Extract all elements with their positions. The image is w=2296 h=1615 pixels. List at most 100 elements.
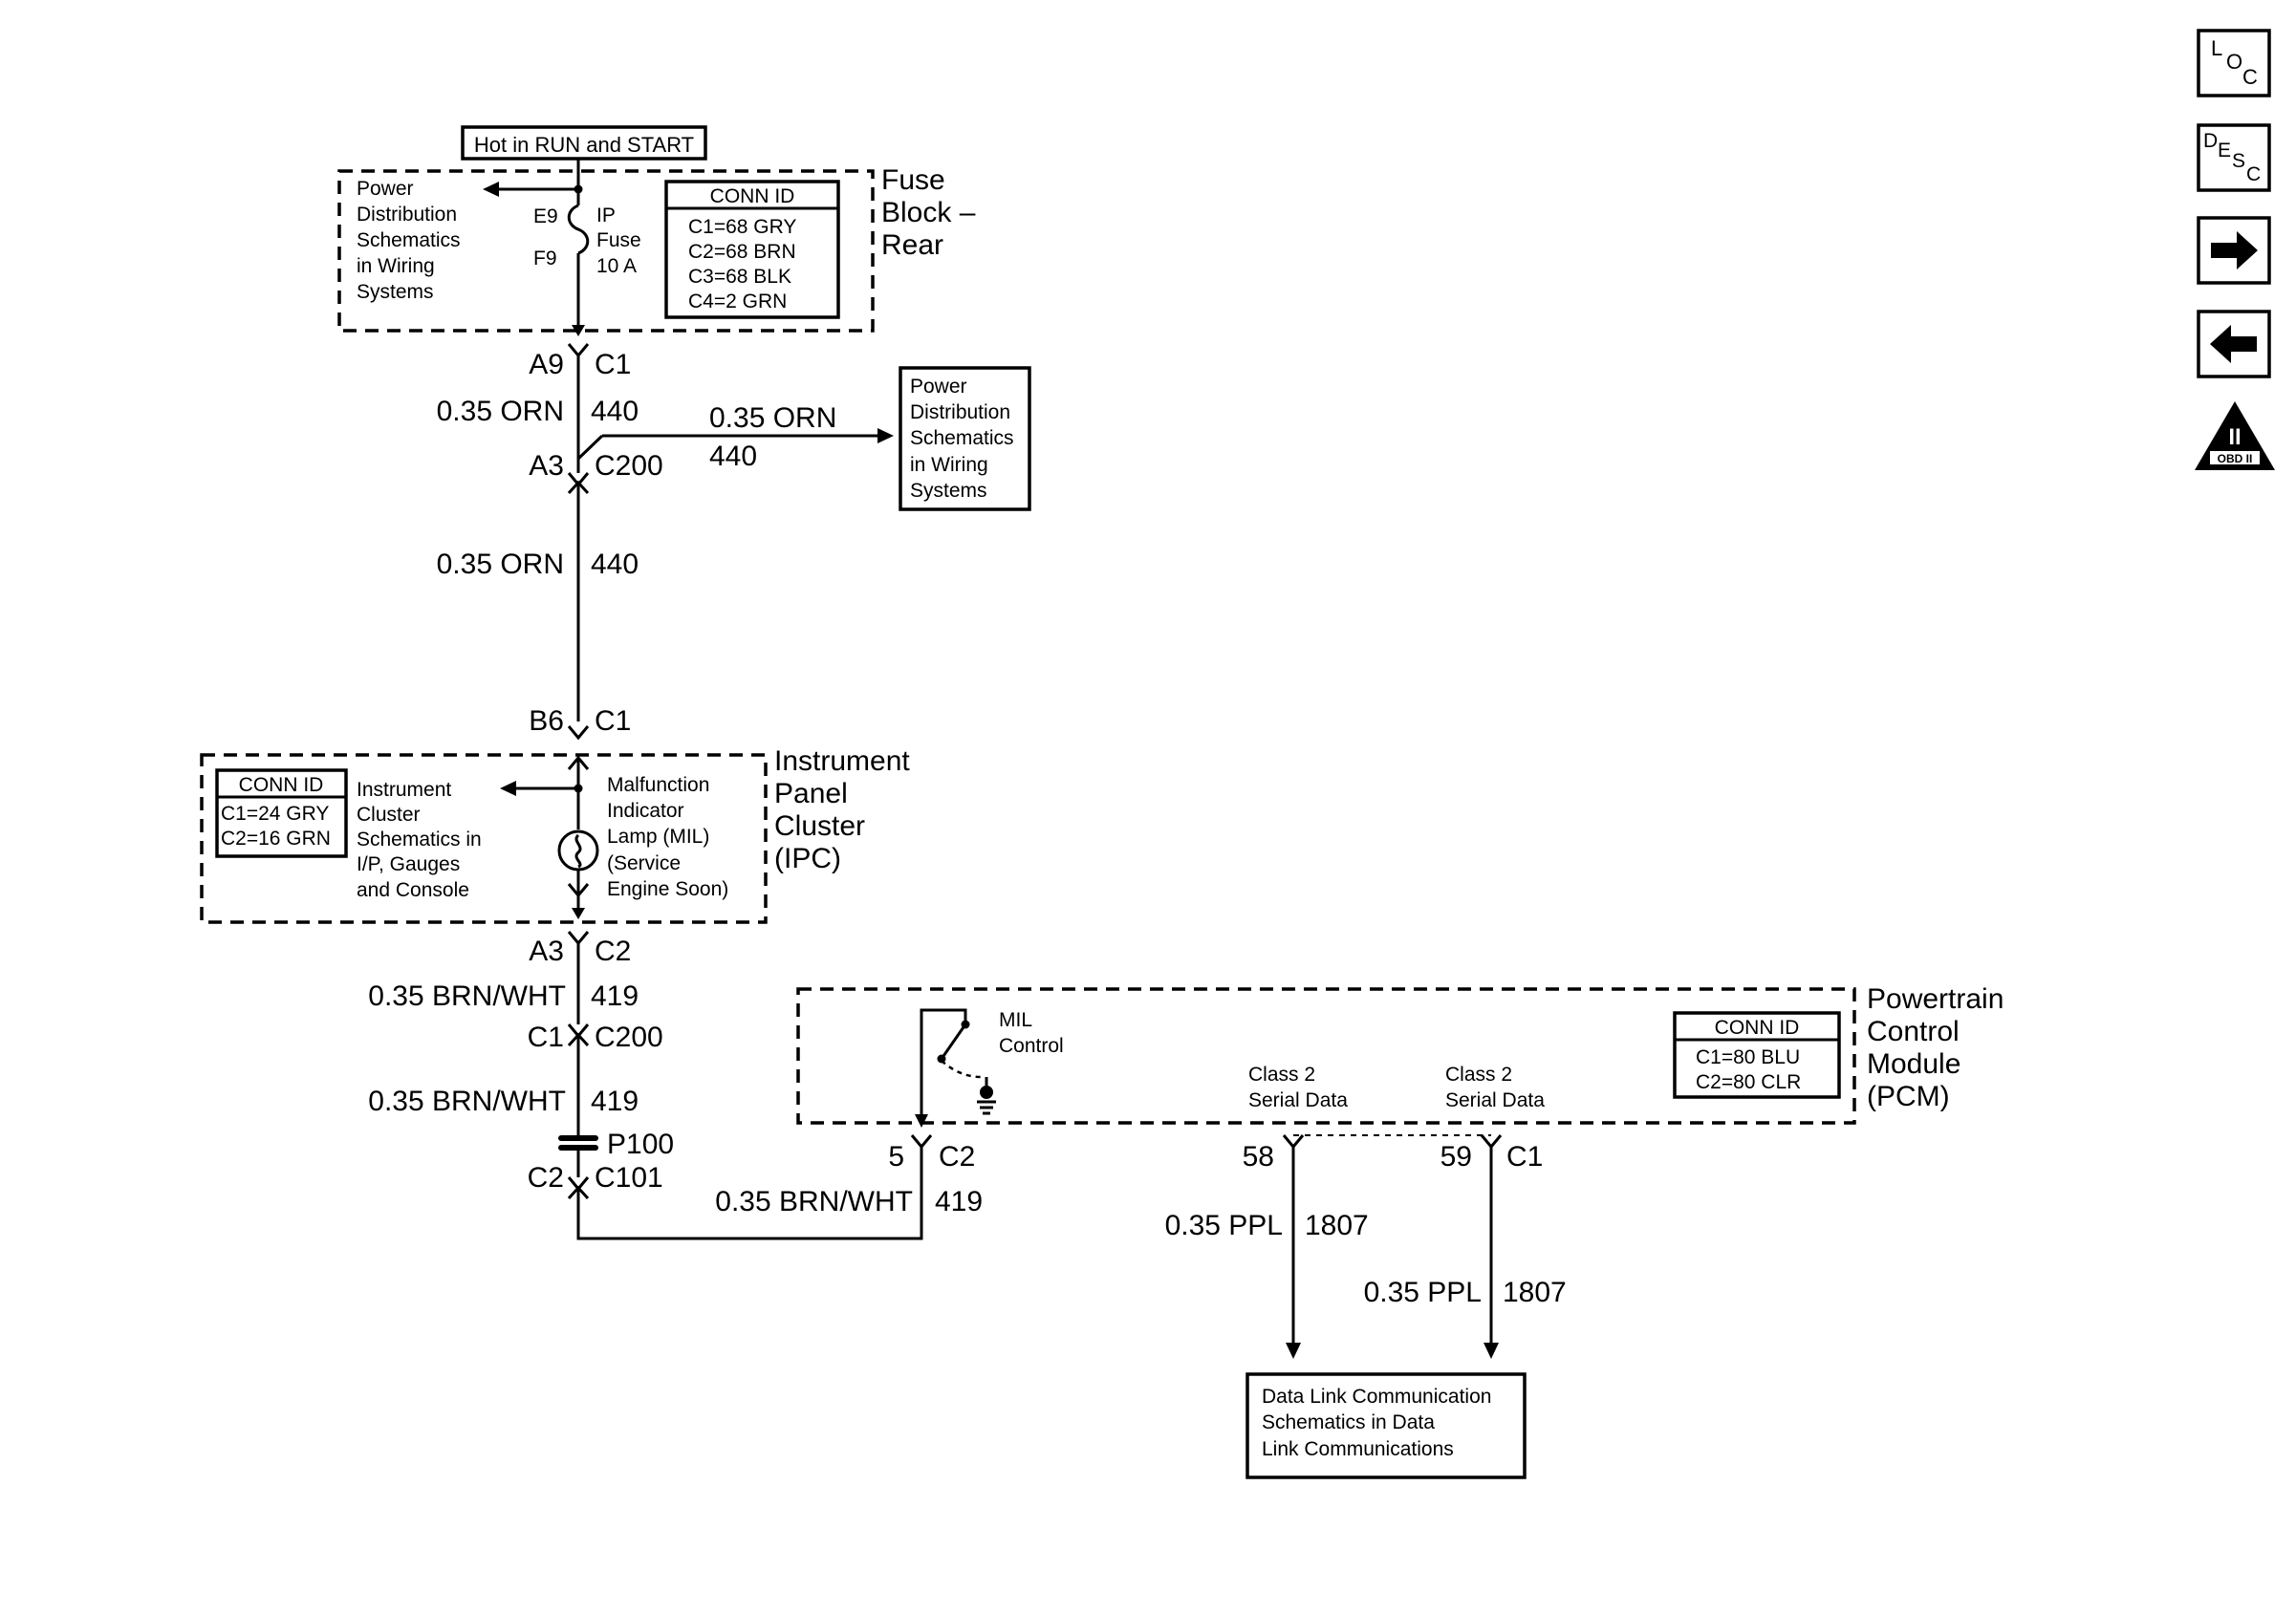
hot-in-run-start-label: Hot in RUN and START bbox=[474, 133, 694, 157]
power-dist-box-1: Power bbox=[910, 376, 967, 398]
ic-schematic-2: Cluster bbox=[357, 804, 421, 826]
nav-desc-button[interactable]: D E S C bbox=[2197, 123, 2271, 192]
wire-label-ppl-1: 0.35 PPL bbox=[1165, 1210, 1283, 1241]
power-dist-label-4: in Wiring bbox=[357, 255, 435, 277]
desc-letter-s: S bbox=[2232, 150, 2245, 172]
power-dist-box-2: Distribution bbox=[910, 401, 1010, 423]
wire-label-brnwht: 0.35 BRN/WHT bbox=[368, 980, 566, 1012]
nav-loc-button[interactable]: L O C bbox=[2197, 29, 2271, 97]
connector-female-icon bbox=[1480, 1134, 1503, 1150]
ic-schematic-3: Schematics in bbox=[357, 829, 482, 851]
ipc-title-2: Panel bbox=[774, 778, 848, 809]
pcm-title-2: Control bbox=[1867, 1016, 1960, 1047]
power-dist-box-4: in Wiring bbox=[910, 454, 988, 476]
fuse-block-title-3: Rear bbox=[881, 229, 943, 261]
mil-control-label-1: MIL bbox=[999, 1009, 1032, 1031]
connector-male-icon bbox=[567, 480, 590, 495]
wire-label-orn-branch: 0.35 ORN bbox=[709, 402, 836, 434]
power-dist-box-5: Systems bbox=[910, 480, 987, 502]
circuit-440-branch-label: 440 bbox=[709, 441, 757, 472]
ipc-conn-c2: C2=16 GRN bbox=[221, 828, 331, 850]
obd-ii-label: OBD II bbox=[2218, 452, 2253, 465]
fuse-block-title-1: Fuse bbox=[881, 164, 945, 196]
pin-5: 5 bbox=[888, 1141, 904, 1173]
pin-a9: A9 bbox=[529, 349, 564, 380]
f9-label: F9 bbox=[533, 248, 557, 269]
pcm-title-3: Module bbox=[1867, 1048, 1960, 1080]
ground-icon bbox=[980, 1086, 993, 1099]
pcm-title-4: (PCM) bbox=[1867, 1081, 1950, 1112]
power-dist-label-5: Systems bbox=[357, 281, 434, 303]
connector-female-icon bbox=[567, 725, 590, 741]
ip-fuse-label-3: 10 A bbox=[596, 255, 637, 277]
pcm-conn-id-header: CONN ID bbox=[1715, 1017, 1800, 1039]
desc-letter-c: C bbox=[2246, 163, 2261, 185]
wire-label-ppl-2: 0.35 PPL bbox=[1364, 1277, 1482, 1308]
arrow-left-icon bbox=[500, 781, 516, 796]
conn-c101-label: C101 bbox=[595, 1162, 663, 1194]
conn-c1-pcm: C1 bbox=[1506, 1141, 1543, 1173]
nav-next-button[interactable] bbox=[2197, 216, 2271, 285]
fuse-conn-c3: C3=68 BLK bbox=[688, 266, 791, 288]
obd-ii-button[interactable]: II OBD II bbox=[2195, 401, 2275, 470]
arrow-down-icon bbox=[1286, 1343, 1301, 1359]
ipc-conn-c1: C1=24 GRY bbox=[221, 803, 329, 825]
circuit-440-label: 440 bbox=[591, 396, 639, 427]
ipc-conn-id-header: CONN ID bbox=[239, 774, 324, 796]
mil-label-2: Indicator bbox=[607, 800, 684, 822]
mil-label-3: Lamp (MIL) bbox=[607, 826, 709, 848]
loc-letter-o: O bbox=[2226, 50, 2242, 74]
splice-p100-label: P100 bbox=[607, 1129, 674, 1160]
mil-label-5: Engine Soon) bbox=[607, 878, 728, 900]
circuit-1807-label-1: 1807 bbox=[1305, 1210, 1369, 1241]
class2-label-2b: Serial Data bbox=[1445, 1089, 1545, 1111]
obd-ii-mark: II bbox=[2228, 424, 2241, 450]
ipc-title-4: (IPC) bbox=[774, 843, 841, 874]
ic-schematic-4: I/P, Gauges bbox=[357, 853, 460, 875]
circuit-440-label-2: 440 bbox=[591, 549, 639, 580]
wire-label-orn-2: 0.35 ORN bbox=[437, 549, 564, 580]
class2-label-1a: Class 2 bbox=[1248, 1064, 1315, 1086]
conn-c2-label: C2 bbox=[595, 936, 631, 967]
fuse-conn-c2: C2=68 BRN bbox=[688, 241, 796, 263]
circuit-419: A3 C2 0.35 BRN/WHT 419 C1 C200 0.35 BRN/… bbox=[368, 931, 983, 1240]
dlc-schematic-box bbox=[1245, 1372, 1527, 1479]
pcm-conn-id-table bbox=[1673, 1011, 1841, 1099]
arrow-right-icon bbox=[2211, 231, 2258, 269]
fuse-block-title-2: Block – bbox=[881, 197, 976, 228]
ip-fuse-label-2: Fuse bbox=[596, 229, 641, 251]
nav-prev-button[interactable] bbox=[2197, 310, 2271, 378]
pcm-title-1: Powertrain bbox=[1867, 983, 2004, 1015]
instrument-panel-cluster: Instrument Panel Cluster (IPC) CONN ID C… bbox=[200, 745, 910, 924]
splice-p100-icon bbox=[558, 1135, 598, 1141]
dlc-label-3: Link Communications bbox=[1262, 1438, 1454, 1460]
pin-59: 59 bbox=[1440, 1141, 1472, 1173]
circuit-419-label: 419 bbox=[591, 980, 639, 1012]
fuse-conn-id-table bbox=[664, 180, 840, 319]
connector-female-icon bbox=[1282, 1134, 1305, 1150]
fuse-conn-c1: C1=68 GRY bbox=[688, 216, 796, 238]
pin-58: 58 bbox=[1243, 1141, 1274, 1173]
powertrain-control-module: Powertrain Control Module (PCM) MIL Cont… bbox=[796, 983, 2004, 1128]
arrow-down-icon bbox=[1484, 1343, 1499, 1359]
wire-label-brnwht-2: 0.35 BRN/WHT bbox=[368, 1086, 566, 1117]
desc-letter-d: D bbox=[2203, 130, 2218, 152]
conn-id-header: CONN ID bbox=[710, 185, 795, 207]
pin-b6: B6 bbox=[529, 705, 564, 737]
ipc-title-3: Cluster bbox=[774, 810, 865, 842]
circuit-419-label-3: 419 bbox=[935, 1186, 983, 1217]
class2-label-1b: Serial Data bbox=[1248, 1089, 1348, 1111]
pcm-outline bbox=[796, 987, 1856, 1125]
power-dist-label-1: Power bbox=[357, 178, 414, 200]
power-dist-label-3: Schematics bbox=[357, 229, 461, 251]
fuse-icon bbox=[567, 204, 590, 255]
ic-schematic-1: Instrument bbox=[357, 779, 451, 801]
e9-label: E9 bbox=[533, 205, 558, 227]
loc-letter-l: L bbox=[2211, 36, 2222, 60]
mil-label-1: Malfunction bbox=[607, 774, 709, 796]
pcm-conn-c1: C1=80 BLU bbox=[1696, 1046, 1800, 1068]
conn-c200-label-2: C200 bbox=[595, 1022, 663, 1053]
connector-female-icon bbox=[567, 883, 590, 898]
conn-c2-c101: C2 bbox=[528, 1162, 564, 1194]
circuit-440: A9 C1 0.35 ORN 440 0.35 ORN 440 Power Di… bbox=[437, 343, 1031, 741]
